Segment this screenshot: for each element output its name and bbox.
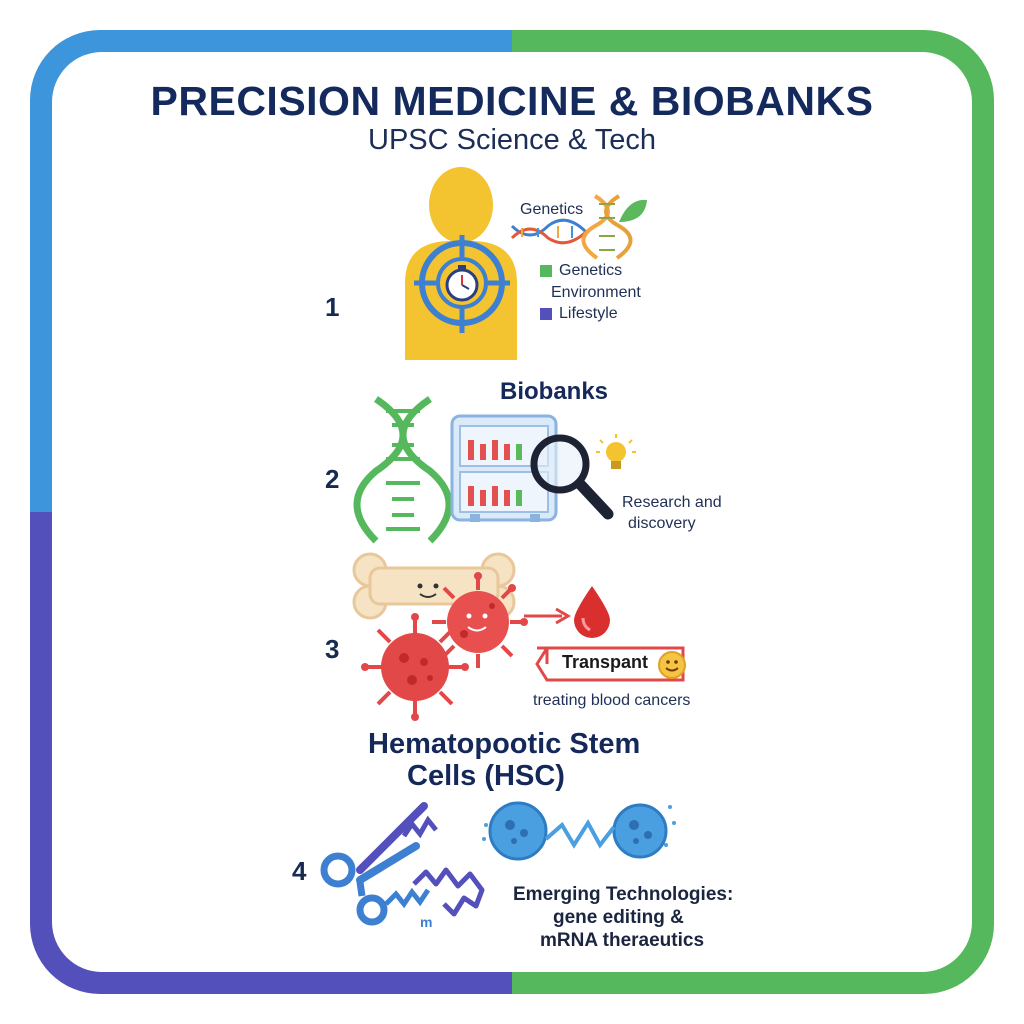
- person-target-icon: [405, 167, 517, 360]
- section-3-number: 3: [325, 634, 340, 664]
- legend-genetics-label: Genetics: [559, 262, 623, 279]
- emerging-caption-line-3: mRNA theraeutics: [540, 930, 705, 951]
- section-1-number: 1: [325, 292, 340, 322]
- mrna-tag-label: m: [420, 914, 433, 930]
- lightbulb-icon: [596, 434, 636, 469]
- scissors-gene-editing-icon: [320, 802, 438, 926]
- transplant-banner-label: Transpant: [562, 652, 649, 672]
- legend-genetics-swatch: [540, 265, 552, 277]
- blood-cell-left-icon: [361, 613, 469, 721]
- arrow-right-icon: [524, 607, 571, 625]
- biobanks-title: Biobanks: [500, 378, 609, 405]
- legend-genetics: Genetics: [540, 262, 622, 280]
- emerging-caption-line-1: Emerging Technologies:: [513, 884, 734, 905]
- mrna-strand-icon: [412, 867, 485, 917]
- dna-helix-leaf-icon: [581, 194, 647, 260]
- dna-genetics-label: Genetics: [520, 201, 584, 218]
- hsc-caption: treating blood cancers: [533, 692, 691, 709]
- page-subtitle: UPSC Science & Tech: [368, 124, 656, 156]
- section-4-number: 4: [292, 856, 307, 886]
- emerging-caption-line-2: gene editing &: [553, 907, 684, 928]
- transplant-banner-ribbon: [535, 646, 685, 682]
- legend-lifestyle-swatch: [540, 308, 552, 320]
- biobank-caption-line-1: Research and: [622, 494, 722, 511]
- green-dna-icon: [353, 396, 453, 544]
- hsc-title-line-1: Hematopootic Stem: [368, 728, 641, 760]
- magnifier-icon: [530, 434, 614, 520]
- hsc-title-line-2: Cells (HSC): [407, 760, 565, 792]
- legend-environment: Environment: [551, 284, 641, 302]
- page-title: PRECISION MEDICINE & BIOBANKS: [150, 78, 874, 124]
- cells-connection-icon: [482, 801, 676, 861]
- legend-environment-label: Environment: [551, 284, 641, 301]
- legend-lifestyle: Lifestyle: [540, 305, 618, 323]
- small-dna-icon: [510, 218, 588, 245]
- section-2-number: 2: [325, 464, 340, 494]
- biobank-caption-line-2: discovery: [628, 515, 696, 532]
- smiley-icon: [658, 651, 686, 679]
- blood-drop-icon: [574, 586, 610, 638]
- blood-cell-right-icon: [432, 572, 528, 668]
- legend-lifestyle-label: Lifestyle: [559, 305, 618, 322]
